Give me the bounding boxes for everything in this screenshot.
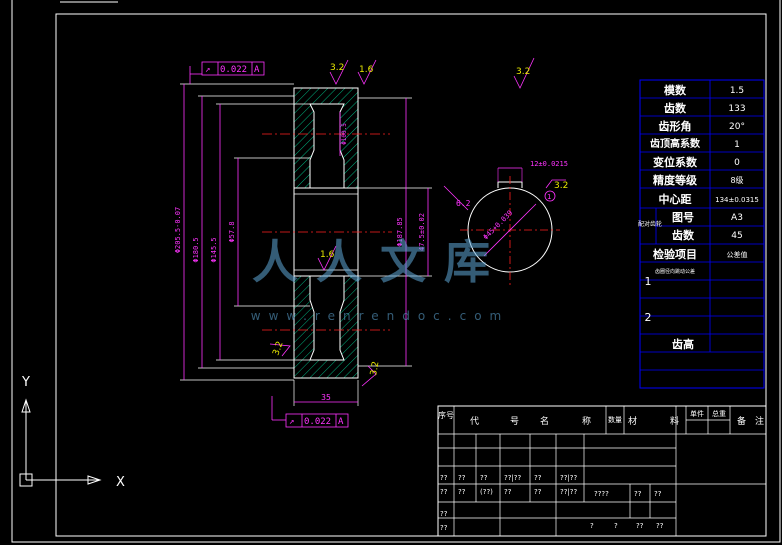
svg-text:0: 0: [734, 158, 740, 168]
svg-text:?: ?: [614, 522, 618, 530]
svg-text:0.022: 0.022: [220, 65, 247, 75]
svg-text:134±0.0315: 134±0.0315: [715, 196, 759, 204]
svg-text:1.6: 1.6: [359, 65, 374, 75]
svg-text:检验项目: 检验项目: [653, 247, 697, 261]
svg-text:45: 45: [731, 231, 742, 241]
svg-text:总重: 总重: [712, 409, 726, 418]
tolerance-box-bottom: ↗ 0.022 A: [285, 413, 349, 428]
svg-text:齿数: 齿数: [664, 101, 687, 115]
svg-text:代: 代: [470, 416, 479, 427]
svg-text:??: ??: [458, 474, 466, 482]
dim-web-diameter: Φ187.85: [396, 217, 404, 247]
svg-text:A: A: [338, 417, 344, 427]
svg-text:齿圈径向跳动公差: 齿圈径向跳动公差: [655, 268, 695, 275]
svg-text:料: 料: [670, 415, 679, 427]
svg-text:齿形角: 齿形角: [659, 119, 692, 133]
keyway-width-dim: 12±0.0215: [530, 160, 568, 168]
svg-text:??: ??: [656, 522, 664, 530]
svg-text:图号: 图号: [672, 211, 694, 224]
svg-text:??: ??: [636, 522, 644, 530]
svg-text:??|??: ??|??: [560, 488, 578, 496]
svg-text:1: 1: [645, 275, 652, 288]
svg-text:??: ??: [458, 488, 466, 496]
svg-text:??|??: ??|??: [504, 474, 522, 482]
svg-text:??: ??: [440, 474, 448, 482]
svg-text:??: ??: [634, 490, 642, 498]
svg-text:??: ??: [534, 488, 542, 496]
svg-text:20°: 20°: [729, 122, 745, 132]
dim-bore-depth: 47.5±0.02: [418, 213, 426, 251]
svg-text:??: ??: [504, 488, 512, 496]
svg-text:??: ??: [480, 474, 488, 482]
svg-text:3.2: 3.2: [369, 361, 381, 377]
svg-text:↗: ↗: [289, 417, 294, 427]
svg-text:??: ??: [654, 490, 662, 498]
dim-root-diameter: Φ145.5: [210, 237, 218, 262]
svg-text:A: A: [254, 65, 260, 75]
svg-text:3.2: 3.2: [330, 63, 344, 73]
svg-text:中心距: 中心距: [659, 192, 692, 206]
tolerance-box-top: ↗ 0.022 A: [201, 61, 265, 76]
svg-text:配对齿轮: 配对齿轮: [638, 220, 662, 228]
svg-text:0.022: 0.022: [304, 417, 331, 427]
svg-text:1: 1: [734, 140, 740, 150]
svg-text:8级: 8级: [730, 175, 743, 185]
svg-text:↗: ↗: [205, 65, 210, 75]
svg-text:齿高: 齿高: [672, 337, 694, 351]
svg-text:2: 2: [645, 311, 652, 324]
title-block: 序号 代 号 名 称 数量 材 料 单件 总重 备 注 ?? ?? ?? ??|…: [437, 405, 767, 537]
gear-section-view: ↗ 0.022 A ↗ 0.022 A Φ205.5-0.07 Φ180.5 Φ…: [174, 57, 535, 428]
svg-text:称: 称: [582, 415, 591, 427]
axis-y-label: Y: [21, 375, 30, 390]
parameters-table: 模数 1.5 齿数 133 齿形角 20° 齿顶高系数 1 变位系数 0 精度等…: [638, 79, 765, 389]
svg-text:3.2: 3.2: [516, 67, 530, 77]
svg-text:??: ??: [440, 510, 448, 518]
svg-text:?: ?: [590, 522, 594, 530]
svg-text:??: ??: [440, 488, 448, 496]
svg-text:精度等级: 精度等级: [653, 173, 698, 187]
watermark: 人人文库 www.renrendoc.com: [251, 235, 509, 323]
roughness-marks: [269, 57, 535, 387]
drawing-frame: [11, 0, 781, 543]
svg-text:备: 备: [737, 415, 746, 427]
svg-text:??: ??: [440, 524, 448, 532]
svg-text:号: 号: [510, 416, 519, 427]
svg-text:3.2: 3.2: [271, 340, 285, 357]
svg-text:1.6: 1.6: [320, 250, 335, 260]
svg-text:模数: 模数: [664, 83, 687, 97]
svg-text:序号: 序号: [438, 410, 454, 420]
svg-text:??: ??: [534, 474, 542, 482]
svg-text:(??): (??): [480, 488, 493, 496]
keyway-depth-dim: 6.2: [456, 199, 471, 208]
dim-pitch-diameter: Φ180.5: [192, 237, 200, 262]
svg-text:人人文库: 人人文库: [252, 235, 508, 289]
dim-tip-diameter: Φ205.5-0.07: [174, 207, 182, 253]
dim-hole-diameter: Φ100.5: [341, 123, 348, 145]
svg-text:1.5: 1.5: [730, 86, 744, 96]
upper-rim-section: [293, 87, 359, 189]
dim-hub-diameter: Φ57.8: [228, 221, 236, 242]
ucs-axis-icon: [19, 398, 102, 487]
svg-text:变位系数: 变位系数: [653, 155, 698, 169]
lower-rim-section: [293, 275, 359, 379]
svg-text:注: 注: [755, 415, 764, 427]
svg-text:??|??: ??|??: [560, 474, 578, 482]
svg-text:www.renrendoc.com: www.renrendoc.com: [251, 309, 509, 323]
svg-text:齿顶高系数: 齿顶高系数: [650, 137, 701, 150]
axis-x-label: X: [116, 475, 125, 490]
svg-text:单件: 单件: [690, 409, 704, 418]
svg-text:材: 材: [628, 415, 637, 427]
svg-text:名: 名: [540, 415, 549, 427]
svg-text:数量: 数量: [608, 415, 622, 424]
svg-text:公差值: 公差值: [727, 250, 748, 259]
svg-text:133: 133: [728, 104, 745, 114]
svg-text:1: 1: [547, 193, 551, 201]
svg-text:3.2: 3.2: [554, 181, 568, 191]
dim-face-width: 35: [321, 393, 331, 402]
svg-text:齿数: 齿数: [672, 228, 695, 242]
svg-text:A3: A3: [731, 213, 743, 223]
svg-text:????: ????: [594, 490, 609, 498]
